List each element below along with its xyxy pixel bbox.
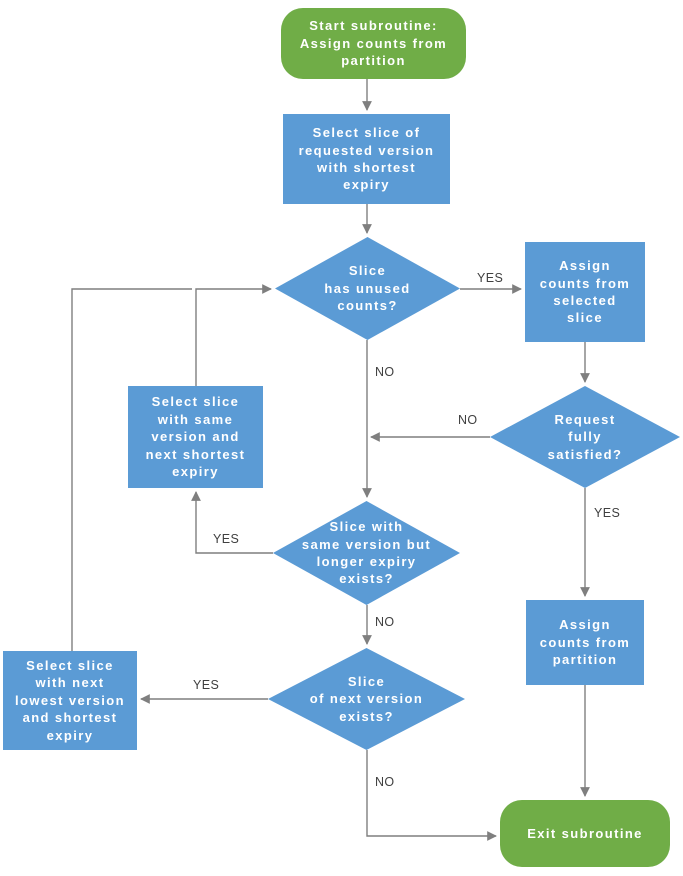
node-select-slice-requested-version-label: Select slice of requested version with s… (298, 125, 435, 193)
edge-label-next-version-no: NO (375, 775, 395, 789)
node-decision-next-version-exists-label: Slice of next version exists? (309, 673, 424, 724)
edge-next-version-no-to-exit (366, 750, 497, 841)
node-select-slice-next-lowest-version-label: Select slice with next lowest version an… (15, 657, 125, 743)
edge-select-same-version-to-has-unused (195, 284, 272, 386)
node-start-subroutine-label: Start subroutine: Assign counts from par… (299, 18, 448, 69)
node-select-slice-requested-version[interactable]: Select slice of requested version with s… (283, 114, 450, 204)
node-exit-subroutine-label: Exit subroutine (527, 825, 643, 841)
edge-label-has-unused-yes: YES (477, 271, 504, 285)
node-decision-request-fully-satisfied-label: Request fully satisfied? (547, 411, 623, 462)
node-select-slice-same-version-label: Select slice with same version and next … (145, 394, 246, 480)
node-start-subroutine[interactable]: Start subroutine: Assign counts from par… (281, 8, 466, 79)
edge-label-next-version-yes: YES (193, 678, 220, 692)
node-decision-request-fully-satisfied[interactable]: Request fully satisfied? (490, 386, 680, 488)
node-decision-next-version-exists[interactable]: Slice of next version exists? (268, 648, 465, 750)
node-assign-counts-from-partition-label: Assign counts from partition (539, 617, 631, 668)
edge-label-longer-expiry-yes: YES (213, 532, 240, 546)
node-assign-counts-from-partition[interactable]: Assign counts from partition (526, 600, 644, 685)
edge-label-longer-expiry-no: NO (375, 615, 395, 629)
edge-label-fully-satisfied-yes: YES (594, 506, 621, 520)
node-decision-longer-expiry-exists-label: Slice with same version but longer expir… (301, 519, 432, 587)
node-select-slice-next-lowest-version[interactable]: Select slice with next lowest version an… (3, 651, 137, 750)
node-decision-longer-expiry-exists[interactable]: Slice with same version but longer expir… (273, 501, 460, 605)
node-select-slice-same-version[interactable]: Select slice with same version and next … (128, 386, 263, 488)
node-exit-subroutine[interactable]: Exit subroutine (500, 800, 670, 867)
node-assign-counts-from-selected-slice[interactable]: Assign counts from selected slice (525, 242, 645, 342)
node-decision-slice-has-unused-counts[interactable]: Slice has unused counts? (275, 237, 460, 340)
edge-label-has-unused-no: NO (375, 365, 395, 379)
node-assign-counts-from-selected-slice-label: Assign counts from selected slice (539, 258, 631, 326)
node-decision-slice-has-unused-counts-label: Slice has unused counts? (324, 263, 411, 314)
edge-label-fully-satisfied-no: NO (458, 413, 478, 427)
